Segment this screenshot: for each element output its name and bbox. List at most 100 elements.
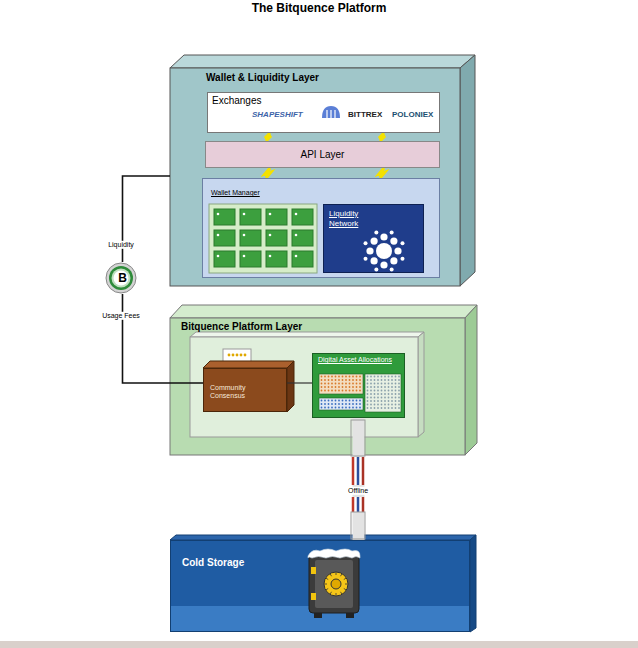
allocation-dot (335, 390, 337, 392)
allocation-dot (367, 393, 369, 395)
wallet-grid (209, 204, 317, 273)
allocation-dot (321, 379, 323, 381)
allocation-dot (331, 400, 333, 402)
diagram-title: The Bitquence Platform (0, 1, 638, 15)
dial-center (331, 579, 341, 589)
allocation-dot (359, 400, 361, 402)
wire (352, 457, 355, 485)
allocation-dot (381, 393, 383, 395)
allocation-dot (377, 386, 379, 388)
wallet-dot (217, 255, 220, 258)
allocation-dot (384, 393, 386, 395)
allocation-dot (335, 400, 337, 402)
star-mark (228, 354, 231, 357)
allocation-panel (365, 374, 401, 412)
link-line (287, 382, 312, 383)
box-front-face (170, 68, 460, 286)
allocation-dot (324, 383, 326, 385)
allocation-dot (359, 383, 361, 385)
node-art (313, 354, 406, 419)
allocation-dot (384, 397, 386, 399)
allocation-dot (395, 390, 397, 392)
node-label: Wallet Manager (211, 189, 260, 197)
allocation-dot (367, 386, 369, 388)
api-layer-box: API Layer (205, 141, 440, 168)
safe-hinge (311, 567, 316, 574)
allocation-dot (367, 404, 369, 406)
allocation-dot (398, 407, 400, 409)
node-label: Digital Asset Allocations (318, 356, 392, 364)
allocation-dot (335, 407, 337, 409)
allocation-dot (345, 386, 347, 388)
allocation-dot (359, 390, 361, 392)
allocation-dot (388, 407, 390, 409)
node-label: Liquidity Network (329, 209, 377, 228)
allocation-dot (395, 379, 397, 381)
allocation-panel (319, 374, 363, 394)
allocation-dot (338, 390, 340, 392)
allocation-dot (352, 386, 354, 388)
safe-snow (308, 549, 360, 558)
allocation-dot (342, 390, 344, 392)
node-art (171, 541, 471, 633)
allocation-dot (398, 400, 400, 402)
wire (362, 497, 365, 512)
allocation-dot (335, 386, 337, 388)
allocation-dot (381, 407, 383, 409)
allocation-dot (388, 386, 390, 388)
allocation-dot (395, 386, 397, 388)
allocation-dot (391, 393, 393, 395)
allocation-dot (349, 379, 351, 381)
allocation-dot (338, 376, 340, 378)
node-label: Cold Storage (182, 557, 244, 569)
allocation-dot (342, 403, 344, 405)
box-side-face (470, 535, 476, 632)
allocation-dot (395, 404, 397, 406)
cable-gap (350, 457, 366, 485)
network-node (380, 261, 387, 268)
allocation-dot (398, 386, 400, 388)
allocation-dot (324, 403, 326, 405)
box-top-face (170, 55, 475, 68)
allocation-dot (391, 390, 393, 392)
allocation-dot (370, 386, 372, 388)
allocation-dot (395, 383, 397, 385)
layer-panel: Bitquence Platform LayerCommunity Consen… (170, 318, 465, 455)
allocation-dot (331, 383, 333, 385)
allocation-dot (377, 390, 379, 392)
allocation-dot (331, 376, 333, 378)
allocation-dot (338, 383, 340, 385)
allocation-dot (384, 390, 386, 392)
allocation-dot (391, 404, 393, 406)
allocation-dot (321, 403, 323, 405)
network-node (394, 247, 401, 254)
allocation-dot (370, 400, 372, 402)
network-node (400, 257, 404, 261)
allocation-dot (391, 383, 393, 385)
wallet-dot (269, 255, 272, 258)
allocation-dot (352, 407, 354, 409)
allocation-dot (324, 407, 326, 409)
allocation-dot (352, 376, 354, 378)
network-node (374, 231, 378, 235)
node-label: Community Consensus (210, 384, 272, 401)
allocation-dot (384, 404, 386, 406)
allocation-dot (377, 383, 379, 385)
flow-line (123, 294, 204, 383)
allocation-dot (370, 390, 372, 392)
allocation-dot (356, 386, 358, 388)
allocation-dot (374, 407, 376, 409)
allocation-dot (381, 383, 383, 385)
allocation-dot (388, 393, 390, 395)
dial-tick (344, 589, 346, 590)
allocation-dot (324, 400, 326, 402)
box-side-face (287, 361, 294, 412)
allocation-dot (324, 390, 326, 392)
network-node (364, 241, 368, 245)
wallet-dot (217, 234, 220, 237)
allocation-dot (321, 400, 323, 402)
wallet-tile (214, 209, 235, 225)
allocation-dot (342, 407, 344, 409)
allocation-dot (352, 383, 354, 385)
allocation-dot (384, 407, 386, 409)
